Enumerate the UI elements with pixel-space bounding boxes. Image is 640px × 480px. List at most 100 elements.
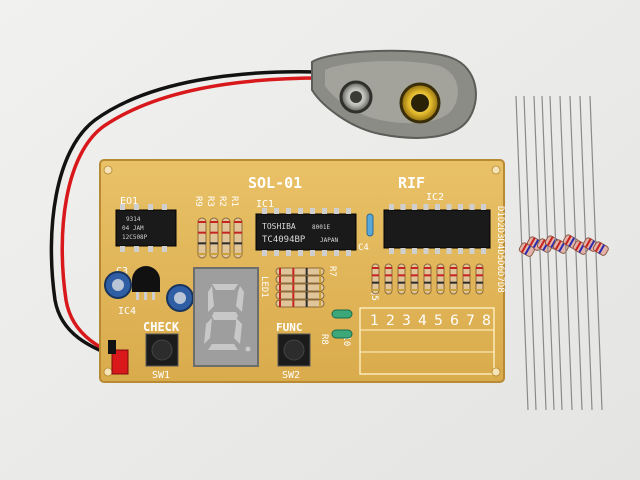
resistor (384, 263, 393, 295)
ic2-pin (435, 204, 440, 210)
ic1-pin (322, 250, 327, 256)
ic2-pin (469, 204, 475, 210)
ic1-pin (346, 250, 351, 256)
ic2-pin (435, 248, 440, 254)
led-grid-outline (359, 307, 495, 375)
label-sw1: SW1 (152, 370, 170, 381)
led-num-1: 1 (370, 313, 379, 329)
label-ic4: IC4 (118, 306, 136, 317)
label-rif: RIF (398, 174, 425, 192)
ic2-pin (412, 204, 417, 210)
loose-resistor (589, 95, 609, 411)
resistors-q5-row (371, 263, 484, 295)
ic1-pin (262, 208, 267, 214)
ic1-pin (286, 250, 291, 256)
ic1-pin (310, 208, 315, 214)
label-led1: LED1 (259, 276, 269, 298)
ic2-pin (400, 248, 406, 254)
ic1-pin (322, 208, 327, 214)
resistor (233, 217, 243, 259)
ic2-pin (400, 204, 406, 210)
label-c4: C4 (358, 243, 369, 253)
resistors-r8-r10 (331, 309, 353, 339)
ic2-pin (389, 248, 394, 254)
ic1-code: TC4094BP (262, 235, 306, 245)
capacitor-c4 (366, 213, 374, 237)
loose-resistors (515, 95, 609, 411)
led-column-numbers: 1 2 3 4 5 6 7 8 (370, 313, 491, 329)
resistor (475, 263, 484, 295)
loose-resistor (541, 95, 561, 411)
chip-ic2 (383, 204, 491, 254)
check-button[interactable] (145, 333, 179, 367)
ic1-pin (334, 208, 339, 214)
resistor (371, 263, 380, 295)
ic1-pin (286, 208, 291, 214)
label-ic1: IC1 (256, 199, 274, 210)
ic2-pin (446, 204, 452, 210)
battery-snap-clip (311, 49, 477, 139)
resistor (275, 283, 325, 292)
seven-segment-display (193, 267, 259, 367)
label-r8: R8 (319, 334, 329, 345)
label-c3: C3 (116, 266, 128, 277)
ic2-pin (481, 204, 486, 210)
label-r2: R2 (217, 196, 227, 207)
resistor (423, 263, 432, 295)
led-num-7: 7 (466, 313, 475, 329)
loose-resistor (569, 95, 589, 411)
resistor (197, 217, 207, 259)
resistor (397, 263, 406, 295)
led-num-5: 5 (434, 313, 443, 329)
capacitor-large (166, 284, 194, 312)
battery-wires (49, 70, 323, 364)
led-num-6: 6 (450, 313, 459, 329)
ic2-pin (458, 204, 463, 210)
resistor (275, 291, 325, 300)
ic2-pin (423, 248, 429, 254)
ic1-pin (346, 208, 351, 214)
label-q5: Q5 (369, 290, 379, 301)
ic2-pin (481, 248, 486, 254)
segment-digit-8 (204, 284, 251, 352)
ic2-pin (469, 248, 475, 254)
label-func: FUNC (276, 321, 303, 334)
ic2-pin (389, 204, 394, 210)
led-num-4: 4 (418, 313, 427, 329)
func-button[interactable] (277, 333, 311, 367)
board-title: SOL-01 (248, 174, 302, 192)
resistor (275, 267, 325, 276)
eo1-marking-3: 12C508P (122, 234, 148, 241)
ic1-sub1: 8001E (312, 224, 330, 231)
label-sw2: SW2 (282, 370, 300, 381)
label-r1: R1 (229, 196, 239, 207)
resistor (275, 275, 325, 284)
led-num-2: 2 (386, 313, 395, 329)
label-eo1: EO1 (120, 196, 138, 207)
resistor (221, 217, 231, 259)
eo1-marking-2: 04 JAM (122, 225, 144, 232)
ic1-pin (298, 250, 303, 256)
resistor (449, 263, 458, 295)
resistors-r1-r9 (197, 217, 243, 259)
ic1-pin (298, 208, 303, 214)
ic1-brand: TOSHIBA (262, 222, 296, 231)
label-r3: R3 (205, 196, 215, 207)
label-r9: R9 (193, 196, 203, 207)
ic1-sub2: JAPAN (320, 237, 338, 244)
ic1-pin (274, 208, 279, 214)
ic2-pin (446, 248, 452, 254)
label-check: CHECK (143, 320, 180, 334)
resistor (436, 263, 445, 295)
ic2-pin (423, 204, 429, 210)
resistor (410, 263, 419, 295)
regulator-ic4 (132, 266, 160, 300)
resistors-led-array (275, 267, 325, 308)
resistor (462, 263, 471, 295)
ic2-pin (458, 248, 463, 254)
ic1-pin (262, 250, 267, 256)
led-num-3: 3 (402, 313, 411, 329)
ic1-pin (310, 250, 315, 256)
